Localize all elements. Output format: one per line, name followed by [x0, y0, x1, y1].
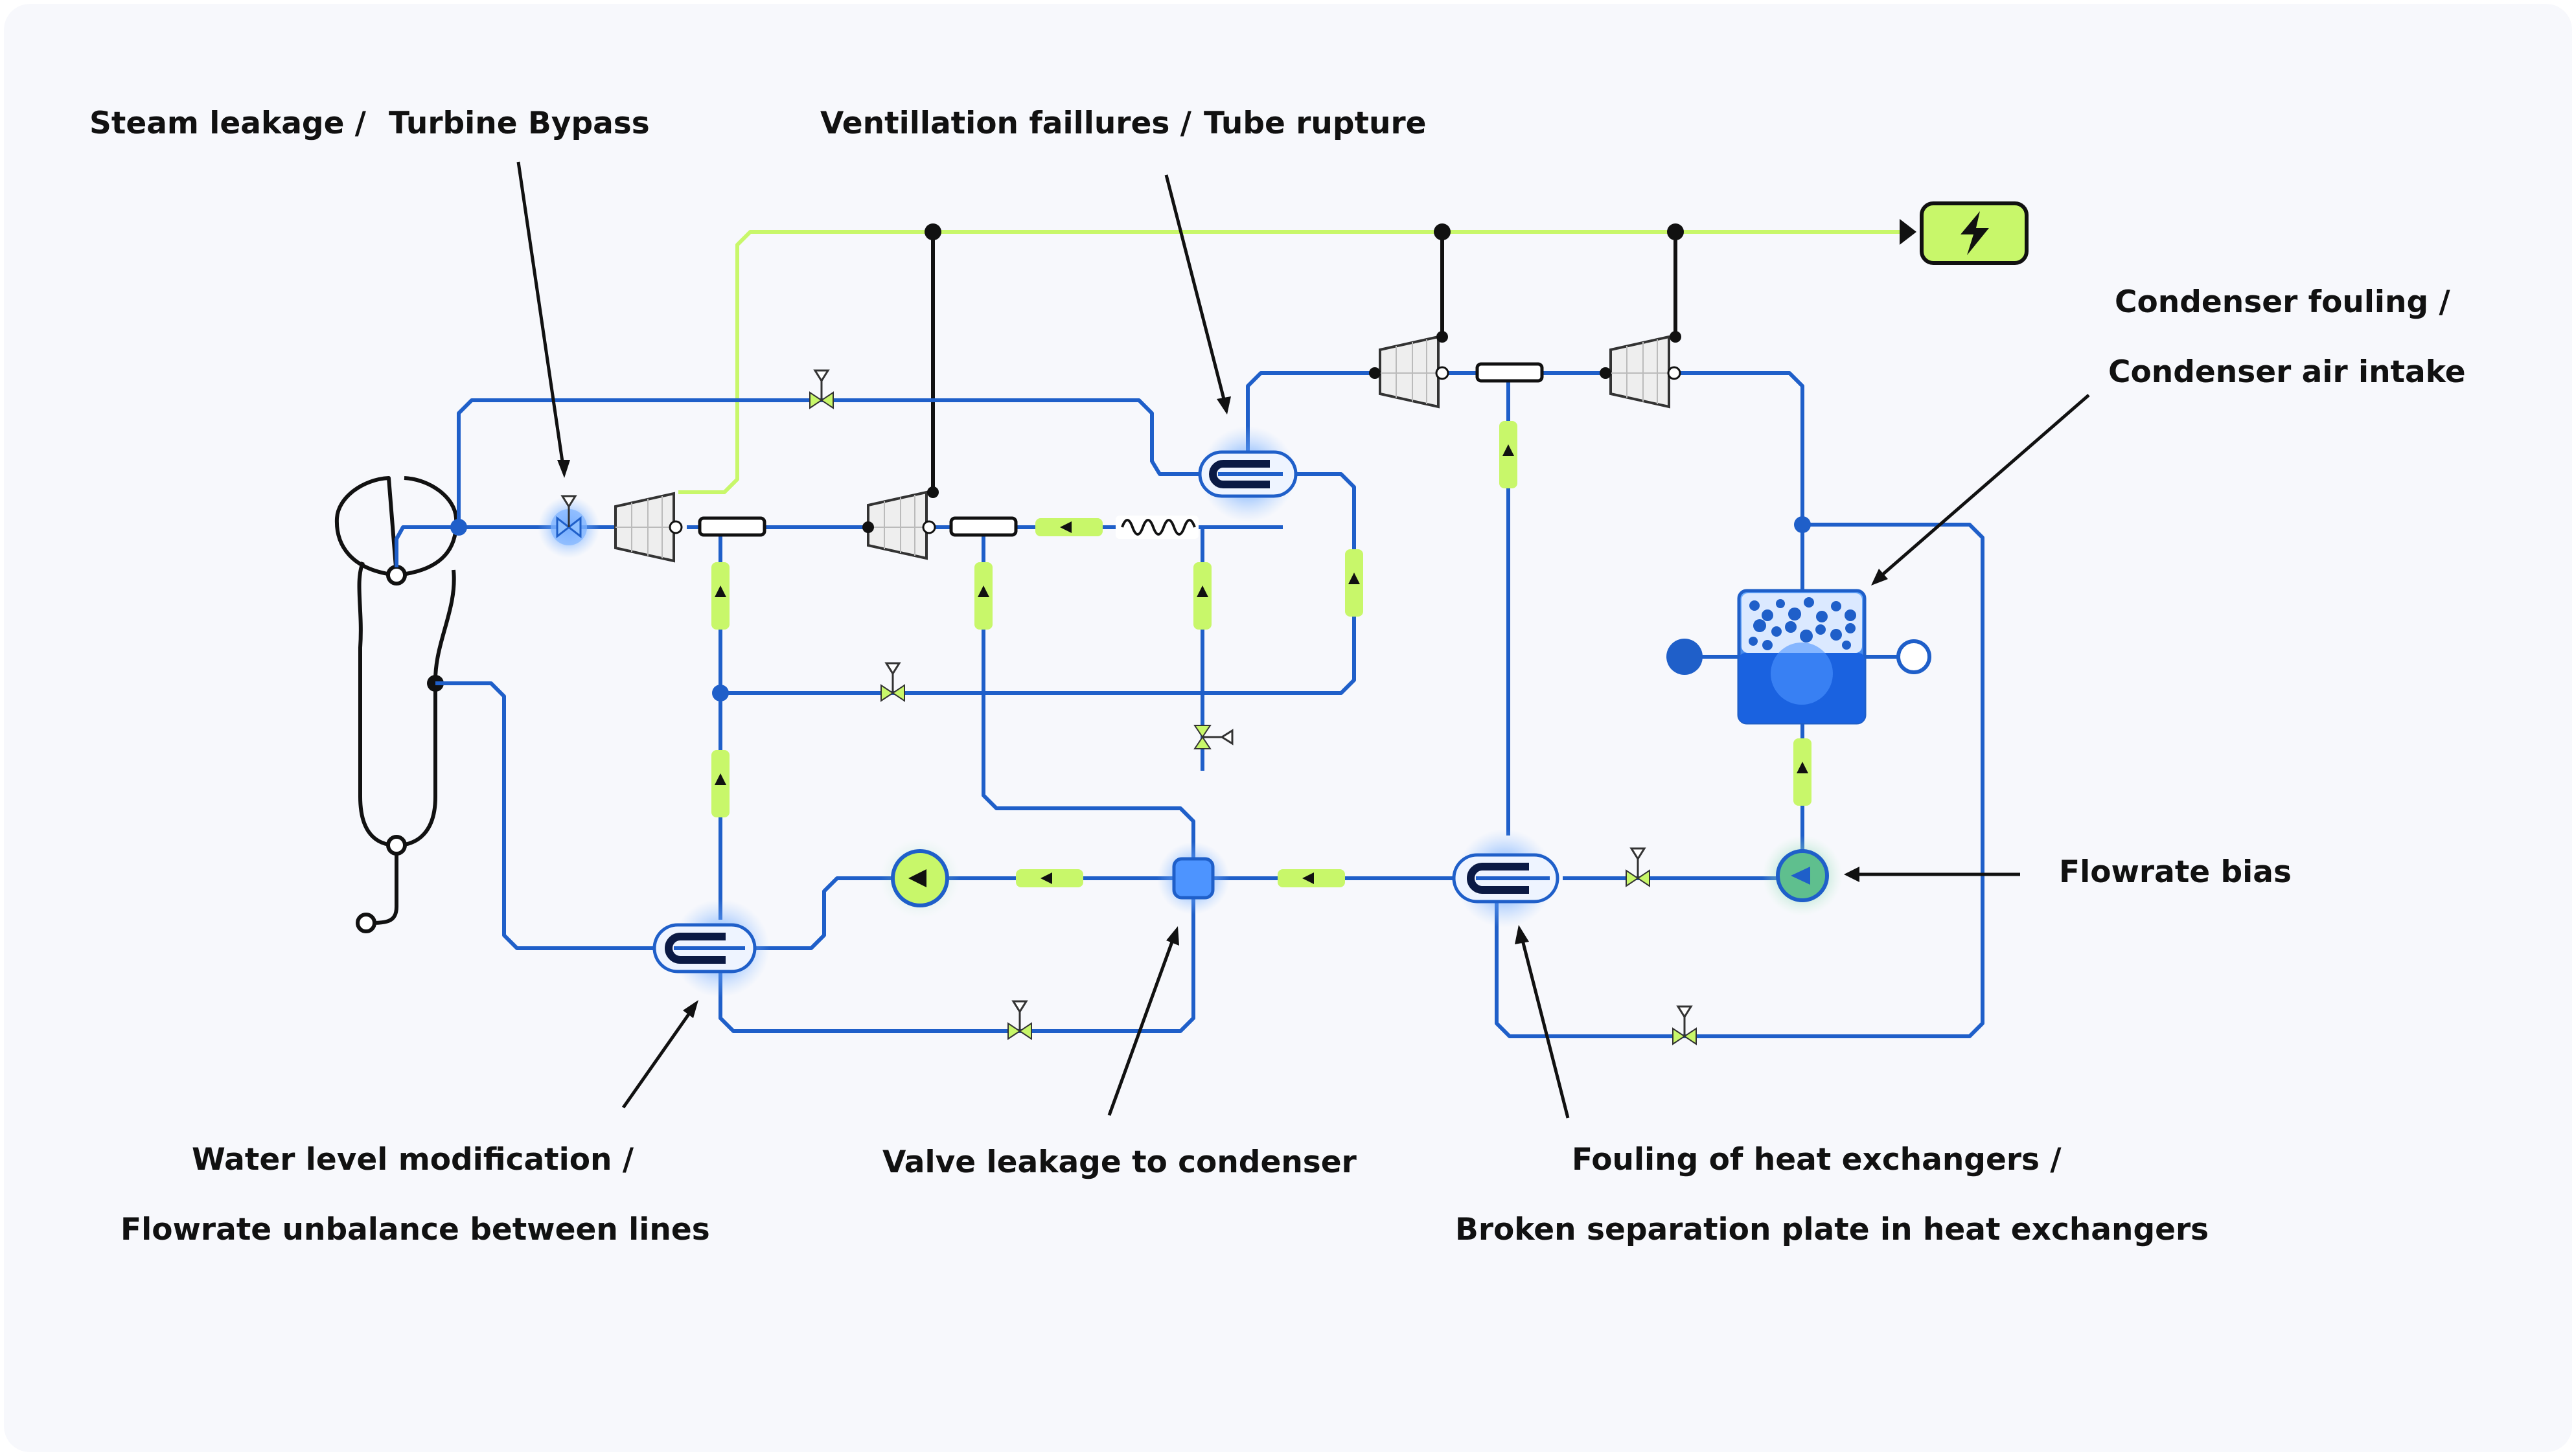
shaft-lines: [925, 223, 1684, 492]
hx-lower-right: [1452, 829, 1559, 927]
label-broken-plate: Broken separation plate in heat exchange…: [1455, 1212, 2209, 1247]
label-ventilation: Ventillation faillures /: [820, 106, 1192, 141]
generator: [1900, 201, 2029, 265]
steam-generator: [334, 476, 459, 933]
label-flowrate-bias: Flowrate bias: [2059, 854, 2292, 890]
valves: [538, 369, 1697, 1045]
coil-heater: [1116, 516, 1199, 539]
background-panel: [4, 4, 2572, 1452]
turbine-bypass-valve: [538, 495, 600, 558]
deaerator-tank: [1157, 842, 1230, 915]
valve-feedwater: [1626, 847, 1650, 887]
condenser: [1666, 589, 1931, 725]
lightning-bolt-icon: [1961, 211, 1989, 255]
label-condenser-fouling: Condenser fouling /: [2115, 284, 2450, 320]
hx-lower-left: [652, 899, 770, 997]
annotation-labels: Steam leakage / Turbine Bypass Ventillat…: [89, 106, 2466, 1247]
label-water-level: Water level modification /: [192, 1142, 634, 1177]
valve-coil-line: [1193, 725, 1234, 749]
separator-reheaters: [698, 362, 1544, 537]
valve-top-line: [809, 369, 834, 409]
turbine-hp2: [862, 486, 939, 560]
annotation-arrows: [516, 161, 2090, 1119]
condensate-pump: [1762, 836, 1843, 916]
label-turbine-bypass: Turbine Bypass: [389, 106, 650, 141]
label-fouling-hx: Fouling of heat exchangers /: [1572, 1142, 2062, 1177]
label-tube-rupture: Tube rupture: [1204, 106, 1427, 141]
label-valve-leakage: Valve leakage to condenser: [882, 1144, 1357, 1180]
turbine-lp1: [1369, 331, 1449, 409]
hx-upper: [1198, 426, 1298, 522]
label-steam-leakage: Steam leakage /: [89, 106, 367, 141]
turbine-lp2: [1600, 331, 1681, 409]
feed-pump: [880, 838, 960, 918]
valve-mid-line: [880, 662, 905, 702]
turbine-hp1: [614, 492, 683, 563]
valve-lower-loop: [1007, 1000, 1032, 1040]
label-condenser-air: Condenser air intake: [2108, 354, 2466, 390]
label-flowrate-unbalance: Flowrate unbalance between lines: [121, 1212, 710, 1247]
flow-indicators: [711, 421, 1811, 887]
valve-condenser-loop: [1672, 1005, 1697, 1045]
